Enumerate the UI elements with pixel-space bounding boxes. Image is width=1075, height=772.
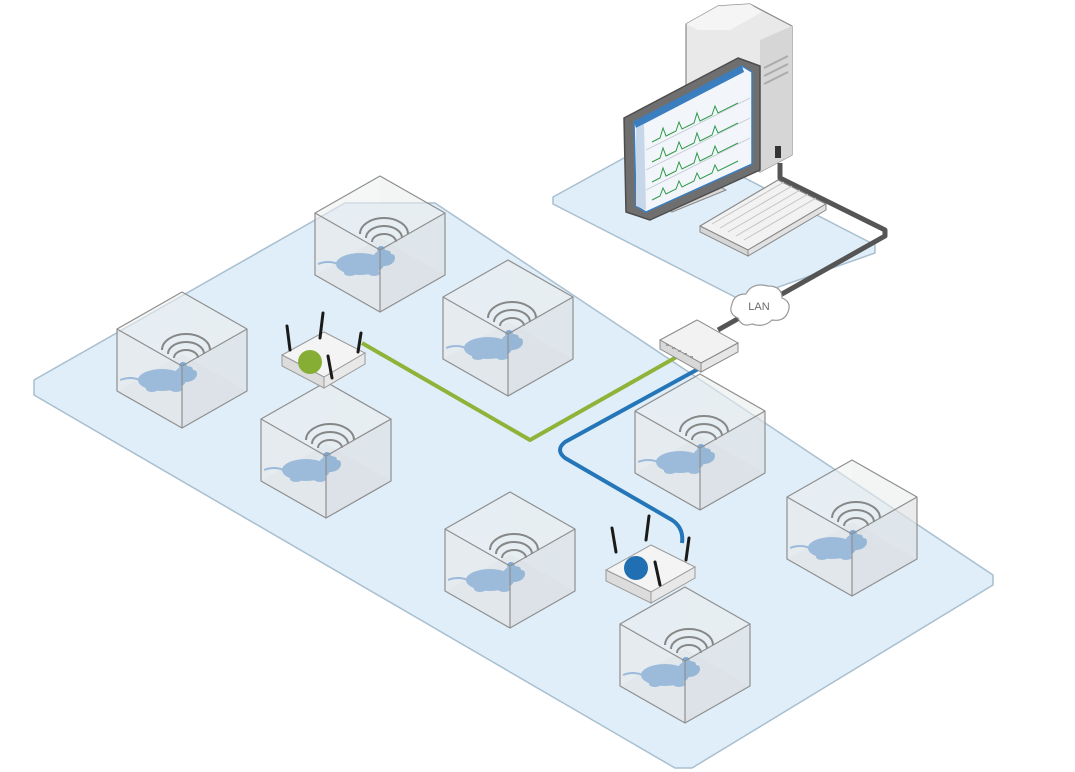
green-cable [360, 341, 681, 442]
monitor-icon [623, 57, 761, 221]
lan-cable-computer [716, 163, 888, 333]
receiver-blue [604, 514, 697, 604]
blue-cable [558, 366, 701, 544]
receiver-green-dot [298, 350, 322, 374]
lab-floor [33, 202, 994, 769]
receiver-blue-dot [624, 556, 648, 580]
cloud-icon: LAN [730, 284, 790, 326]
receiver-green [280, 311, 367, 389]
network-switch-icon [658, 319, 740, 373]
lan-label: LAN [748, 301, 769, 313]
keyboard-icon [699, 179, 827, 257]
